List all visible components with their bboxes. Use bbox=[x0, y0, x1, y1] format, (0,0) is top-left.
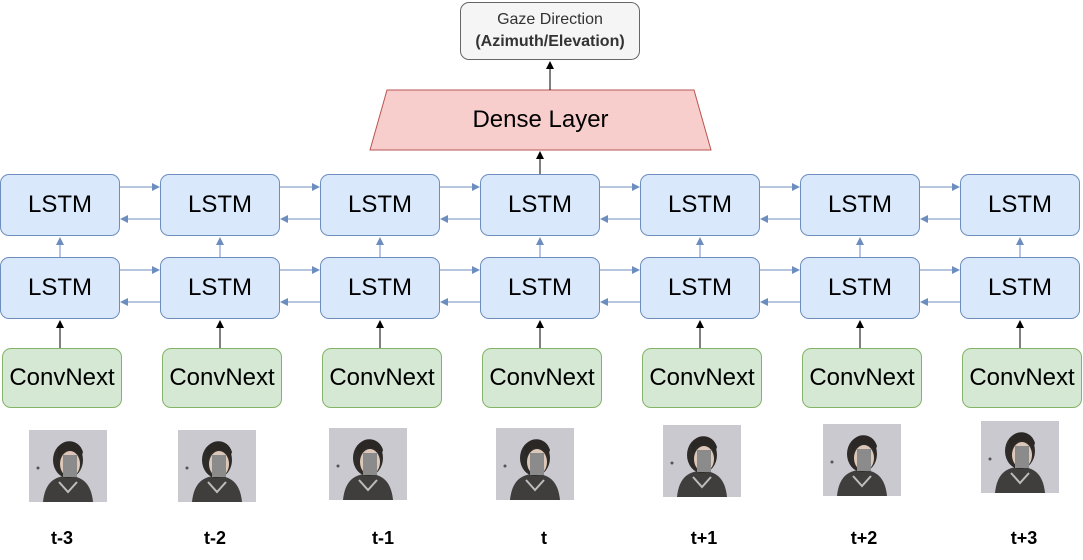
upper-lstm-t-1: LSTM bbox=[320, 174, 440, 236]
lower-lstm-t-3: LSTM bbox=[0, 257, 120, 319]
time-label-t+2: t+2 bbox=[850, 528, 878, 548]
lower-lstm-t-2: LSTM bbox=[160, 257, 280, 319]
time-label-t: t bbox=[541, 528, 547, 548]
dense-layer-label: Dense Layer bbox=[472, 106, 609, 133]
gaze-direction-output: Gaze Direction (Azimuth/Elevation) bbox=[460, 2, 640, 60]
face-frame-image-t+1 bbox=[663, 425, 741, 497]
output-subtitle: (Azimuth/Elevation) bbox=[475, 33, 625, 50]
lower-lstm-t+3: LSTM bbox=[960, 257, 1080, 319]
face-frame-image-t+2 bbox=[823, 424, 901, 496]
upper-lstm-t+3: LSTM bbox=[960, 174, 1080, 236]
time-label-t-1: t-1 bbox=[372, 528, 394, 548]
face-frame-image-t-2 bbox=[178, 430, 256, 502]
lower-lstm-t-1: LSTM bbox=[320, 257, 440, 319]
convnext-encoder-t-3: ConvNext bbox=[2, 348, 122, 408]
convnext-encoder-t+3: ConvNext bbox=[962, 348, 1082, 408]
lower-lstm-t+1: LSTM bbox=[640, 257, 760, 319]
convnext-encoder-t-1: ConvNext bbox=[322, 348, 442, 408]
upper-lstm-t: LSTM bbox=[480, 174, 600, 236]
upper-lstm-t-2: LSTM bbox=[160, 174, 280, 236]
output-title: Gaze Direction bbox=[497, 11, 603, 29]
lower-lstm-t+2: LSTM bbox=[800, 257, 920, 319]
face-frame-image-t+3 bbox=[981, 421, 1059, 493]
dense-layer-shape bbox=[369, 89, 712, 151]
upper-lstm-t-3: LSTM bbox=[0, 174, 120, 236]
time-label-t-3: t-3 bbox=[51, 528, 73, 548]
lower-lstm-t: LSTM bbox=[480, 257, 600, 319]
face-frame-image-t bbox=[496, 428, 574, 500]
convnext-encoder-t-2: ConvNext bbox=[162, 348, 282, 408]
time-label-t-2: t-2 bbox=[204, 528, 226, 548]
time-label-t+3: t+3 bbox=[1010, 528, 1038, 548]
face-frame-image-t-3 bbox=[29, 430, 107, 502]
convnext-encoder-t: ConvNext bbox=[482, 348, 602, 408]
time-label-t+1: t+1 bbox=[690, 528, 718, 548]
convnext-encoder-t+2: ConvNext bbox=[802, 348, 922, 408]
face-frame-image-t-1 bbox=[329, 428, 407, 500]
upper-lstm-t+2: LSTM bbox=[800, 174, 920, 236]
upper-lstm-t+1: LSTM bbox=[640, 174, 760, 236]
convnext-encoder-t+1: ConvNext bbox=[642, 348, 762, 408]
